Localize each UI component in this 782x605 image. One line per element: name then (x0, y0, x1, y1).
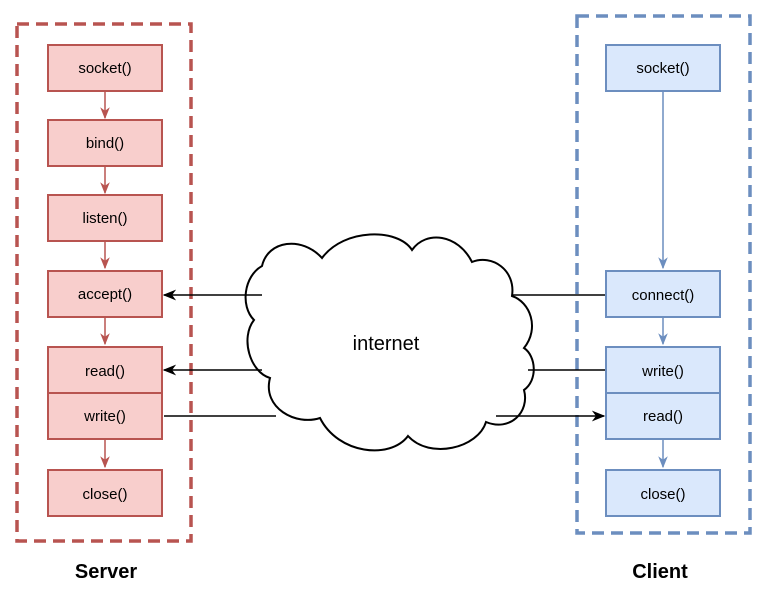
client-close-box: close() (605, 469, 721, 517)
server-listen-box: listen() (47, 194, 163, 242)
client-label: Client (632, 561, 688, 583)
server-write-label: write() (83, 408, 126, 425)
server-close-box: close() (47, 469, 163, 517)
server-bind-box: bind() (47, 119, 163, 167)
server-bind-label: bind() (86, 135, 124, 152)
server-accept-label: accept() (78, 286, 132, 303)
server-write-box: write() (47, 392, 163, 440)
internet-label: internet (353, 333, 420, 355)
client-connect-box: connect() (605, 270, 721, 318)
server-container (15, 22, 193, 543)
server-read-label: read() (85, 363, 125, 380)
client-connect-label: connect() (632, 287, 695, 304)
server-socket-label: socket() (78, 60, 131, 77)
server-socket-box: socket() (47, 44, 163, 92)
client-close-label: close() (640, 486, 685, 503)
client-container (575, 14, 752, 535)
client-socket-box: socket() (605, 44, 721, 92)
client-socket-label: socket() (636, 60, 689, 77)
client-read-label: read() (643, 408, 683, 425)
internet-cloud (244, 233, 535, 452)
server-listen-label: listen() (82, 210, 127, 227)
client-write-box: write() (605, 346, 721, 394)
server-read-box: read() (47, 346, 163, 394)
client-write-label: write() (641, 363, 684, 380)
server-close-label: close() (82, 486, 127, 503)
server-label: Server (75, 561, 137, 583)
client-read-box: read() (605, 392, 721, 440)
server-accept-box: accept() (47, 270, 163, 318)
